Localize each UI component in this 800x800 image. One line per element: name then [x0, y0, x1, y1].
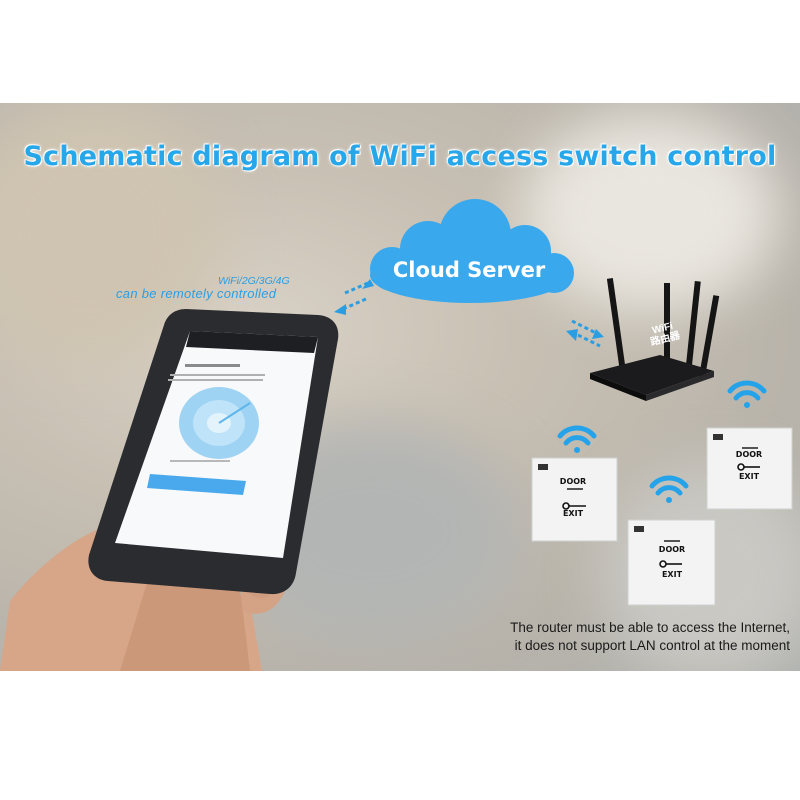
exit-switch-panel	[706, 427, 793, 510]
wifi-signal-icon	[727, 380, 767, 408]
diagram-title: Schematic diagram of WiFi access switch …	[23, 141, 777, 172]
router-note-line2: it does not support LAN control at the m…	[514, 638, 790, 653]
switch-label-exit: EXIT	[738, 472, 760, 481]
phone-app-button	[147, 474, 246, 495]
remote-control-label: can be remotely controlled	[116, 286, 277, 301]
diagram-graphics	[0, 199, 793, 671]
switch-label-door: DOOR	[658, 545, 686, 554]
network-types-label: WiFi/2G/3G/4G	[218, 275, 290, 287]
smartphone	[88, 309, 339, 595]
switch-label-exit: EXIT	[661, 570, 683, 579]
wifi-signal-icon	[557, 425, 597, 453]
arrows-cloud-router	[566, 319, 604, 348]
wifi-signal-icon	[649, 475, 689, 503]
cloud-server-label: Cloud Server	[392, 258, 546, 282]
router-note-line1: The router must be able to access the In…	[510, 620, 790, 635]
background-photo: Schematic diagram of WiFi access switch …	[0, 103, 800, 671]
router-note: The router must be able to access the In…	[510, 619, 790, 655]
switch-label-door: DOOR	[559, 477, 587, 486]
exit-switch-panel	[627, 519, 716, 606]
switch-label-door: DOOR	[735, 450, 763, 459]
arrows-phone-cloud	[334, 279, 374, 315]
switch-label-exit: EXIT	[562, 509, 584, 518]
wifi-router	[590, 278, 720, 401]
cloud-shape	[370, 199, 574, 303]
exit-switch-panel	[531, 457, 618, 542]
